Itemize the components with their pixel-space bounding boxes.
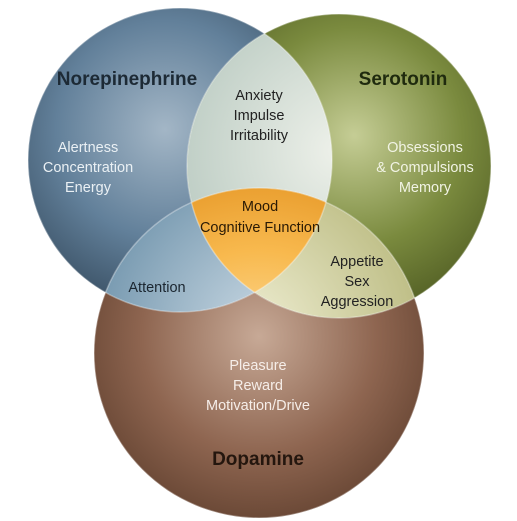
dopamine-line-1: Pleasure — [229, 358, 286, 374]
center-line-1: Mood — [242, 199, 278, 215]
serotonin-line-1: Obsessions — [387, 140, 463, 156]
overlap-ne-se-line-2: Impulse — [234, 108, 285, 124]
overlap-norepinephrine-dopamine — [94, 188, 332, 312]
overlap-ne-da-line-1: Attention — [128, 280, 185, 296]
dopamine-line-3: Motivation/Drive — [206, 398, 310, 414]
overlap-se-da-line-3: Aggression — [321, 294, 394, 310]
overlap-serotonin-dopamine — [187, 188, 424, 318]
dopamine-title: Dopamine — [212, 449, 304, 470]
overlap-ne-se-line-3: Irritability — [230, 128, 289, 144]
norepinephrine-line-3: Energy — [65, 180, 112, 196]
overlap-se-da-line-2: Sex — [345, 274, 371, 290]
overlap-se-da-line-1: Appetite — [330, 254, 383, 270]
norepinephrine-title: Norepinephrine — [57, 69, 197, 90]
overlap-ne-se-line-1: Anxiety — [235, 88, 283, 104]
norepinephrine-line-2: Concentration — [43, 160, 133, 176]
norepinephrine-line-1: Alertness — [58, 140, 118, 156]
center-line-2: Cognitive Function — [200, 220, 320, 236]
serotonin-title: Serotonin — [359, 69, 448, 90]
dopamine-line-2: Reward — [233, 378, 283, 394]
serotonin-line-2: & Compulsions — [376, 160, 474, 176]
serotonin-line-3: Memory — [399, 180, 452, 196]
